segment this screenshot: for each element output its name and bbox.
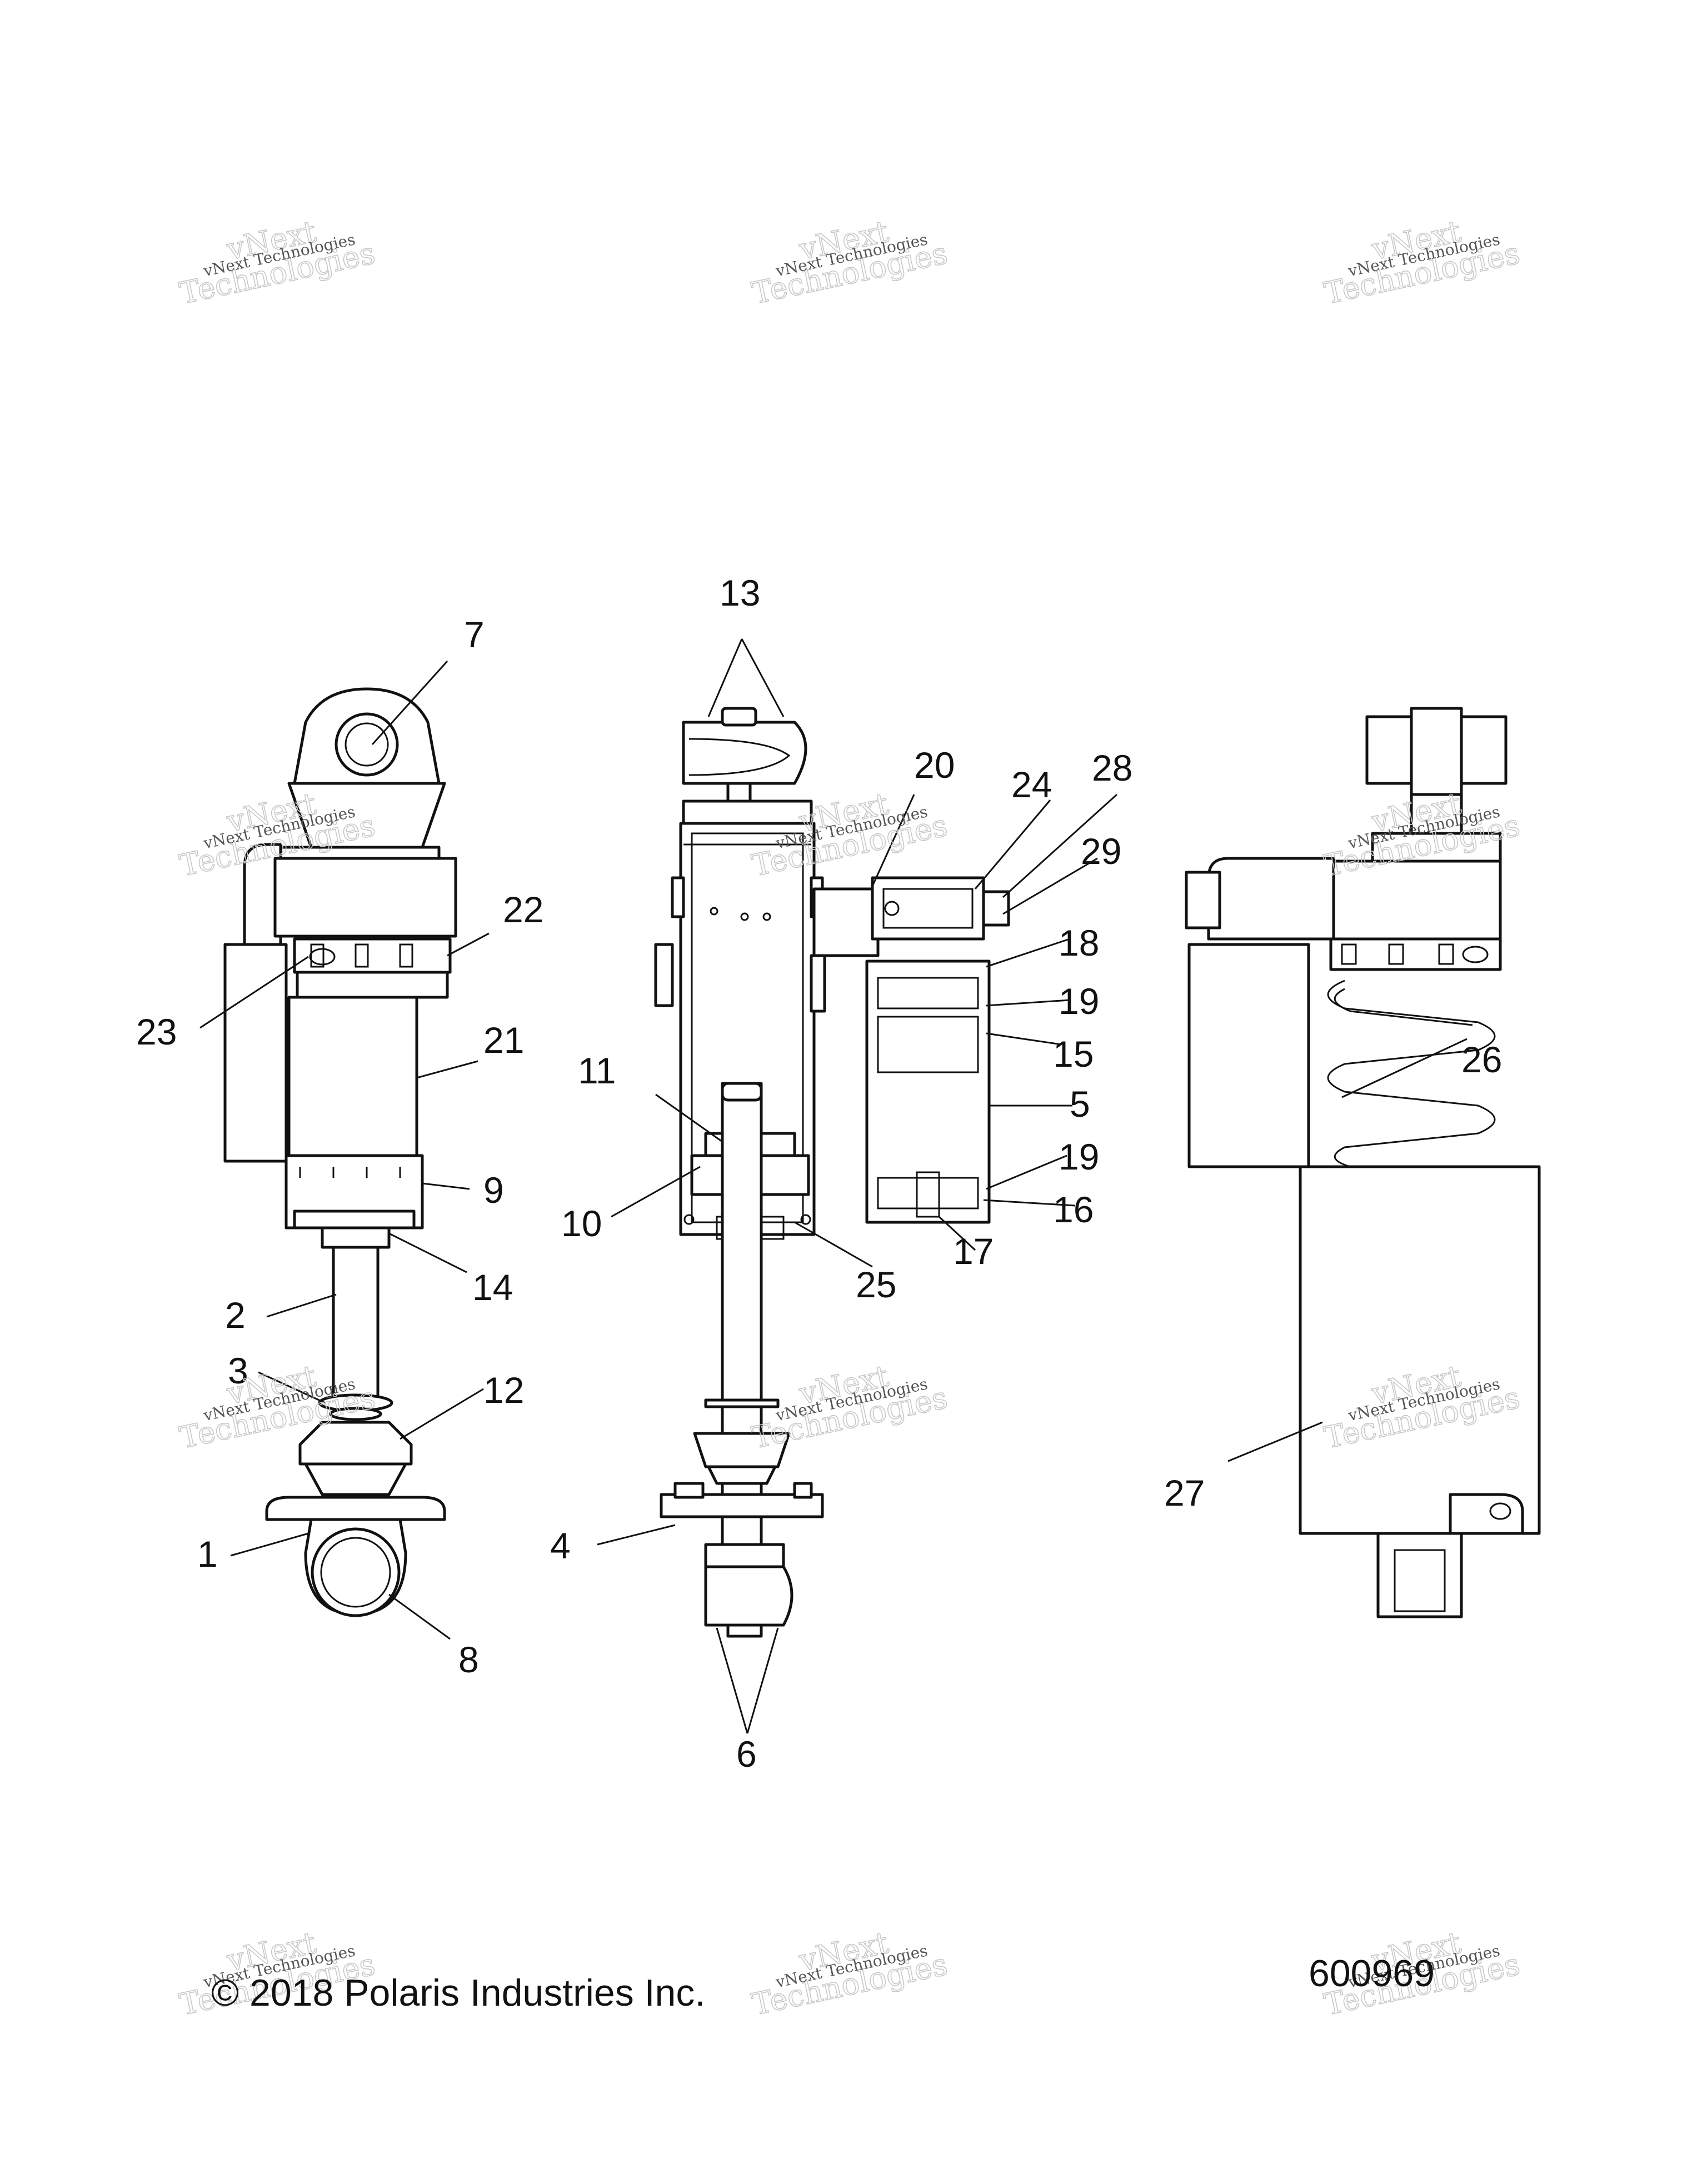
callout-19-upper: 19 xyxy=(1059,981,1099,1022)
callout-10: 10 xyxy=(561,1203,602,1244)
callout-1: 1 xyxy=(197,1533,218,1575)
callout-9: 9 xyxy=(483,1170,504,1211)
left-shock-assembly xyxy=(223,687,457,1617)
callout-28: 28 xyxy=(1092,747,1132,788)
callout-27: 27 xyxy=(1164,1472,1205,1513)
watermark-11: vNext Technologies vNext Technologies xyxy=(748,1925,951,2022)
callout-5: 5 xyxy=(1070,1083,1090,1125)
copyright-text: © 2018 Polaris Industries Inc. xyxy=(211,1972,705,2014)
callout-25: 25 xyxy=(856,1264,896,1305)
callout-8: 8 xyxy=(458,1639,479,1680)
callout-19-lower: 19 xyxy=(1059,1136,1099,1177)
callout-labels: 1 2 3 4 5 6 7 8 9 10 11 12 13 14 15 16 1… xyxy=(136,572,1502,1775)
callout-29: 29 xyxy=(1081,831,1121,872)
callout-24: 24 xyxy=(1011,764,1052,805)
callout-6: 6 xyxy=(736,1733,757,1775)
callout-7: 7 xyxy=(464,614,485,655)
callout-11: 11 xyxy=(578,1050,616,1091)
callout-16: 16 xyxy=(1053,1189,1094,1230)
watermark-2: vNext Technologies vNext Technologies xyxy=(748,213,951,311)
center-shock-cutaway xyxy=(654,707,1010,1638)
callout-14: 14 xyxy=(472,1267,513,1308)
callout-22: 22 xyxy=(503,889,543,930)
watermark-1: vNext Technologies vNext Technologies xyxy=(176,213,378,311)
callout-26: 26 xyxy=(1461,1039,1502,1080)
callout-3: 3 xyxy=(228,1350,248,1391)
callout-2: 2 xyxy=(225,1295,246,1336)
callout-18: 18 xyxy=(1059,922,1099,963)
watermark-3: vNext Technologies vNext Technologies xyxy=(1321,213,1523,311)
callout-21: 21 xyxy=(483,1019,524,1061)
callout-13: 13 xyxy=(720,572,760,613)
right-shock-assembly xyxy=(1185,707,1541,1618)
callout-15: 15 xyxy=(1053,1033,1094,1074)
leader-lines xyxy=(199,638,1468,1734)
callout-20: 20 xyxy=(914,744,955,786)
callout-4: 4 xyxy=(550,1525,571,1566)
callout-12: 12 xyxy=(483,1370,524,1411)
figure-number: 600969 xyxy=(1309,1952,1435,1995)
callout-17: 17 xyxy=(953,1231,994,1272)
callout-23: 23 xyxy=(136,1011,177,1052)
